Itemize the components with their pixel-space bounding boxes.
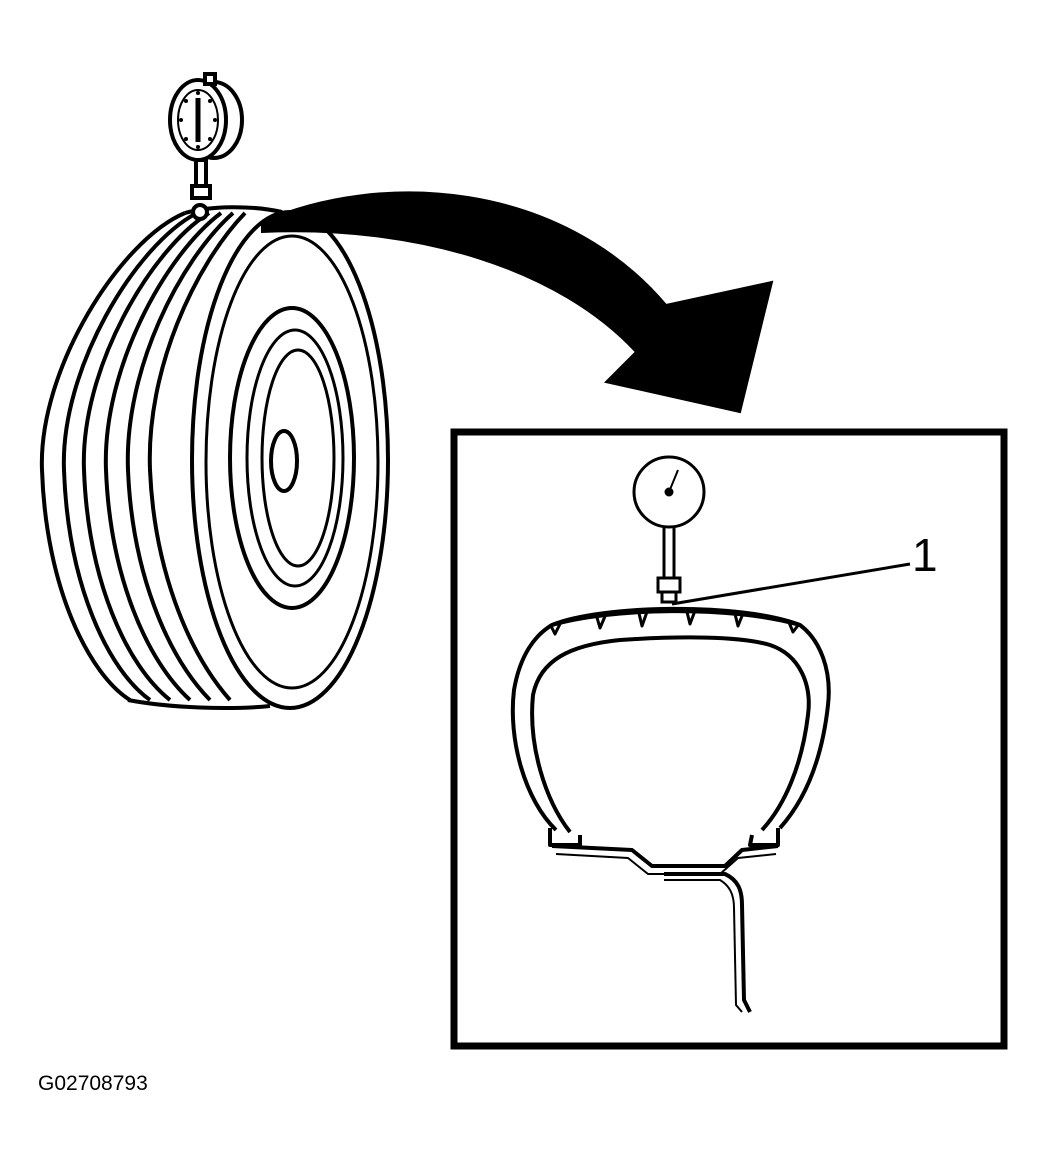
tread-surface: [551, 609, 801, 627]
tread-grooves: [548, 607, 801, 636]
tire-sidewall-inner: [204, 234, 380, 690]
tire-bead-right: [748, 828, 780, 847]
dial-indicator-tip: [191, 203, 209, 221]
wheel-rim-section: [551, 844, 779, 868]
callout-1-label: 1: [912, 529, 938, 581]
wheel-hub: [269, 429, 299, 493]
tire-sidewall: [190, 210, 390, 710]
figure-id-label: G02708793: [38, 1072, 148, 1095]
dial-indicator-stem: [194, 158, 208, 190]
wheel-disc-section: [664, 872, 752, 1013]
dial-indicator-top-cap: [203, 72, 217, 86]
dial-indicator: [168, 72, 244, 221]
wheel-rim-mid: [245, 328, 345, 588]
tire-section-inner: [530, 635, 811, 834]
detail-inset-frame: [450, 428, 1008, 1050]
wheel-rim-inner: [260, 348, 336, 568]
dial-indicator-ticks: [179, 91, 217, 149]
tire-cross-section: [510, 606, 831, 1013]
wheel-rim-outer: [228, 306, 356, 610]
tire-assembly: [39, 205, 390, 710]
callout-leader-line: [671, 562, 911, 606]
curved-arrow: [261, 191, 774, 414]
inset-dial-gauge: [632, 455, 706, 604]
inset-dial-collar: [656, 576, 682, 594]
dial-indicator-collar: [190, 184, 212, 200]
inset-dial-probe: [660, 590, 678, 604]
tire-section-outer: [510, 606, 831, 832]
tire-tread-grooves: [39, 211, 247, 702]
tire-bottom-edge: [127, 698, 271, 710]
